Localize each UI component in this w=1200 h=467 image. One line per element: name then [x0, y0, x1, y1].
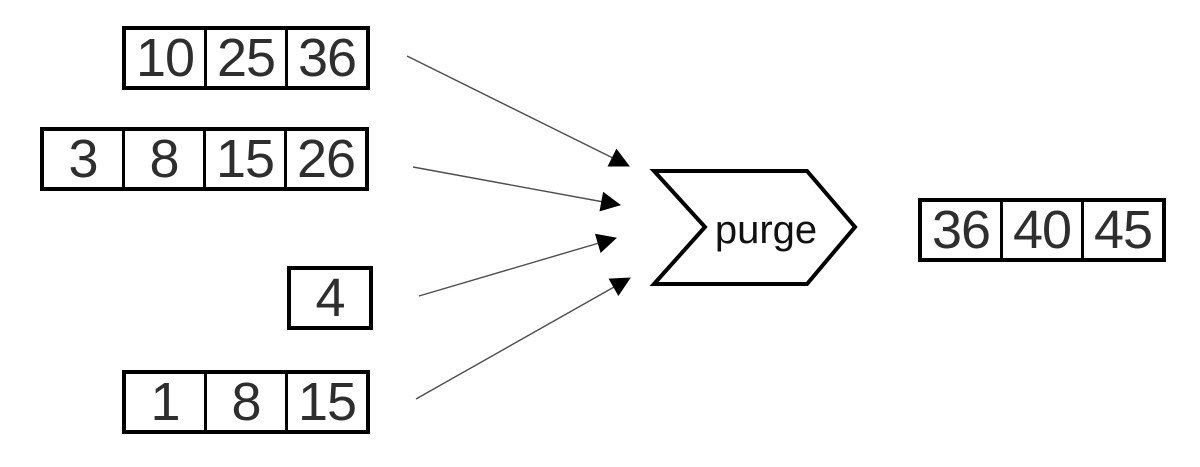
array-cell: 45 — [1081, 202, 1162, 258]
arrow-input1-to-purge — [406, 55, 630, 167]
output-array: 36 40 45 — [918, 198, 1166, 262]
array-cell: 26 — [284, 131, 365, 187]
arrow-input2-to-purge — [412, 166, 621, 212]
array-cell: 36 — [285, 30, 366, 86]
input-array-2: 3 8 15 26 — [40, 127, 369, 191]
array-cell: 25 — [204, 30, 285, 86]
array-cell: 10 — [135, 28, 195, 88]
input-array-3: 4 — [287, 266, 373, 330]
array-cell: 15 — [203, 131, 284, 187]
input-array-4: 1 8 15 — [122, 370, 370, 434]
array-cell: 4 — [315, 268, 345, 328]
array-cell: 3 — [68, 129, 98, 189]
input-array-1: 10 25 36 — [122, 26, 370, 90]
array-cell: 15 — [285, 374, 366, 430]
array-cell: 8 — [122, 131, 203, 187]
array-cell: 40 — [1000, 202, 1081, 258]
arrow-input3-to-purge — [418, 233, 617, 297]
array-cell: 8 — [204, 374, 285, 430]
arrow-input4-to-purge — [415, 277, 631, 400]
array-cell: 1 — [150, 372, 180, 432]
purge-chevron-shape — [649, 169, 858, 286]
array-cell: 36 — [931, 200, 991, 260]
operation-label: purge — [715, 208, 817, 252]
